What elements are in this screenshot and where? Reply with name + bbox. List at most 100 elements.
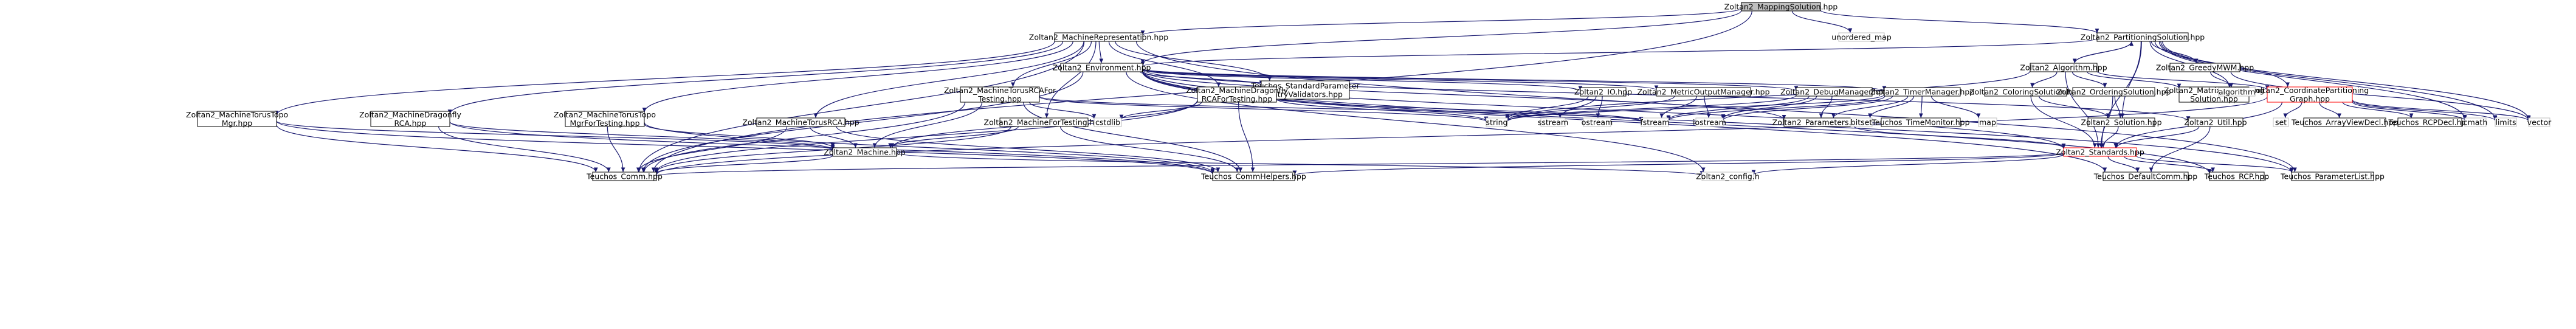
node-order[interactable]: Zoltan2_OrderingSolution.hpp — [2057, 87, 2171, 97]
node-mfor[interactable]: Zoltan2_MachineForTesting.hpp — [984, 117, 1104, 127]
node-box — [1054, 32, 1143, 42]
node-box — [1881, 117, 1961, 127]
node-tpl[interactable]: Teuchos_ParameterList.hpp — [2280, 171, 2385, 181]
node-ttm[interactable]: Teuchos_TimeMonitor.hpp — [1871, 117, 1970, 127]
edge-mtrcafor-to-tch — [1023, 102, 1243, 173]
node-label: Zoltan2_Solution.hpp — [2081, 118, 2161, 127]
edge-env-to-tspev — [1140, 71, 1264, 86]
node-dbg[interactable]: Zoltan2_DebugManager.hpp — [1780, 87, 1888, 97]
edge-mdrfor-to-string — [1276, 98, 1489, 122]
node-zio[interactable]: Zoltan2_IO.hpp — [1574, 87, 1632, 97]
node-label: Teuchos_ArrayViewDecl.hpp — [2291, 118, 2398, 127]
node-tch[interactable]: Teuchos_CommHelpers.hpp — [1200, 171, 1306, 181]
node-label: Zoltan2_config.h — [1696, 172, 1760, 181]
node-psol[interactable]: Zoltan2_PartitioningSolution.hpp — [2081, 32, 2205, 42]
edge-mfor-to-tch — [1060, 126, 1239, 173]
node-color[interactable]: Zoltan2_ColoringSolution.hpp — [1969, 87, 2082, 97]
node-box — [2291, 171, 2374, 181]
node-fstream: fstream — [1640, 117, 1670, 127]
edge-psol-to-env — [1141, 38, 2098, 67]
node-tdc[interactable]: Teuchos_DefaultComm.hpp — [2093, 171, 2198, 181]
edge-mdrfor-to-tcomm — [654, 100, 1198, 173]
node-tm[interactable]: Zoltan2_TimerManager.hpp — [1870, 87, 1975, 97]
node-machine[interactable]: Zoltan2_Machine.hpp — [824, 147, 906, 157]
node-label: Zoltan2_TimerManager.hpp — [1870, 88, 1975, 97]
node-label: Zoltan2_CoordinatePartitioning — [2251, 86, 2369, 95]
edge-root-to-mrep — [1140, 8, 1742, 36]
edge-env-to-tm — [1142, 68, 1886, 91]
node-std[interactable]: Zoltan2_Standards.hpp — [2056, 147, 2144, 157]
node-box — [1978, 117, 1997, 127]
node-box — [2303, 117, 2386, 127]
node-box — [370, 111, 450, 127]
node-box — [565, 111, 645, 127]
node-label: bitset — [1851, 118, 1873, 127]
node-box — [1796, 87, 1873, 97]
node-box — [2273, 117, 2289, 127]
node-env[interactable]: Zoltan2_Environment.hpp — [1053, 63, 1151, 72]
edge-tm-to-bitset — [1868, 95, 1915, 119]
node-label: Teuchos_RCP.hpp — [2204, 172, 2270, 181]
node-tadh[interactable]: Teuchos_ArrayViewDecl.hpp — [2291, 117, 2398, 127]
node-trcpd[interactable]: Teuchos_RCPDecl.hpp — [2388, 117, 2471, 127]
node-box — [2218, 87, 2256, 97]
node-box — [592, 171, 657, 181]
edge-mfor-to-machine — [888, 126, 1019, 148]
node-root[interactable]: Zoltan2_MappingSolution.hpp — [1724, 2, 1838, 12]
node-box — [1540, 117, 1566, 127]
edge-mtrcafor-to-cstdlib — [1029, 102, 1097, 119]
node-bitset: bitset — [1850, 117, 1873, 127]
node-box — [960, 86, 1040, 103]
node-mdrfor[interactable]: Zoltan2_MachineDragonflyRCAForTesting.hp… — [1186, 86, 1288, 103]
node-label: Mgr.hpp — [222, 119, 253, 128]
edge-tm-to-map — [1930, 95, 1981, 119]
node-label: Zoltan2_PartitioningSolution.hpp — [2081, 33, 2205, 42]
node-mrep[interactable]: Zoltan2_MachineRepresentation.hpp — [1029, 32, 1168, 42]
node-label: Zoltan2_MachineTorusTopo — [554, 110, 656, 119]
node-umap: unordered_map — [1831, 32, 1892, 42]
node-label: Teuchos_RCPDecl.hpp — [2388, 118, 2471, 127]
node-label: Zoltan2_MachineForTesting.hpp — [984, 118, 1104, 127]
edge-util-to-std — [2114, 126, 2200, 148]
node-label: Zoltan2_MachineDragonfly — [359, 110, 461, 119]
edge-gmwm-to-algorithm — [2210, 71, 2234, 88]
edge-cpg-to-vector — [2352, 99, 2531, 122]
node-box — [2063, 147, 2137, 157]
node-box — [2495, 117, 2517, 127]
edge-mrep-to-mtt — [274, 41, 1055, 116]
edge-mrep-to-mtrca — [813, 41, 1084, 119]
edge-mtt-to-tch — [276, 120, 1215, 175]
node-metric[interactable]: Zoltan2_MetricOutputManager.hpp — [1637, 87, 1770, 97]
node-label: ostream — [1582, 118, 1613, 127]
edge-root-to-env — [1140, 10, 1742, 64]
edge-dbg-to-string — [1505, 95, 1797, 122]
node-solution[interactable]: Zoltan2_Solution.hpp — [2081, 117, 2162, 127]
node-gmwm[interactable]: Zoltan2_GreedyMWM.hpp — [2156, 63, 2254, 72]
node-box — [2188, 117, 2244, 127]
edge-tm-to-fstream — [1666, 95, 1886, 121]
edge-mrep-to-tcomm — [637, 41, 1085, 173]
edge-metric-to-string — [1505, 95, 1675, 121]
edge-machine-to-config — [896, 152, 1704, 176]
node-util[interactable]: Zoltan2_Util.hpp — [2184, 117, 2247, 127]
edge-mdr-to-tcomm — [438, 126, 611, 173]
node-tcomm[interactable]: Teuchos_Comm.hpp — [586, 171, 663, 181]
node-label: Zoltan2_Util.hpp — [2184, 118, 2247, 127]
node-mttfor[interactable]: Zoltan2_MachineTorusTopoMgrForTesting.hp… — [554, 110, 656, 128]
node-params[interactable]: Zoltan2_Parameters.hpp — [1772, 117, 1866, 127]
node-mtrca[interactable]: Zoltan2_MachineTorusRCA.hpp — [742, 117, 859, 127]
edge-mtt-to-machine — [276, 120, 835, 151]
node-label: Zoltan2_IO.hpp — [1574, 88, 1632, 97]
node-label: Zoltan2_OrderingSolution.hpp — [2057, 88, 2171, 97]
edge-util-to-tdc — [2149, 126, 2211, 173]
node-label: EntryValidators.hpp — [1268, 90, 1343, 99]
node-alg[interactable]: Zoltan2_Algorithm.hpp — [2020, 63, 2107, 72]
edge-cpg-to-cmath — [2352, 101, 2467, 121]
node-box — [832, 147, 897, 157]
edge-mtrcafor-to-tcomm — [642, 102, 966, 173]
node-trcp[interactable]: Teuchos_RCP.hpp — [2204, 171, 2270, 181]
